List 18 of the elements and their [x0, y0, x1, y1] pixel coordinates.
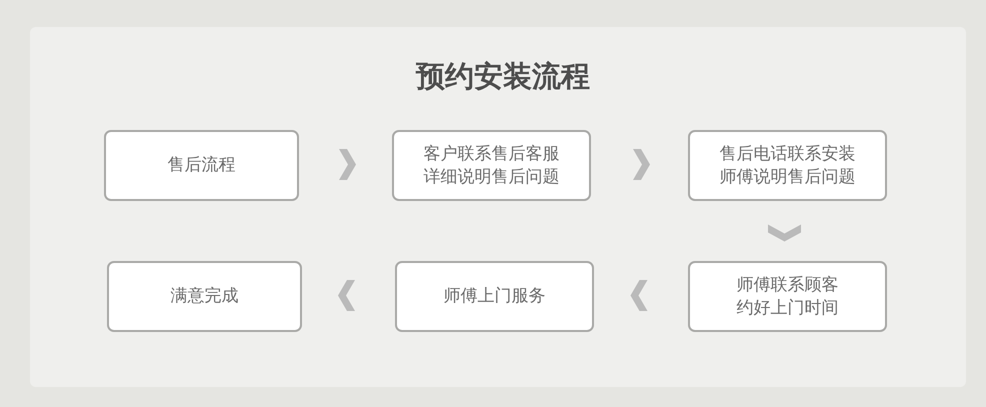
step-text: 师傅联系顾客约好上门时间	[735, 274, 840, 320]
process-box	[688, 130, 887, 201]
process-box	[395, 261, 594, 332]
chevron-arrow	[768, 224, 801, 242]
step-text: 客户联系售后客服详细说明售后问题	[422, 142, 560, 188]
step-text: 售后流程	[168, 154, 236, 177]
process-box	[104, 130, 299, 201]
chevron-arrow	[338, 280, 355, 311]
step-text: 师傅上门服务	[444, 285, 546, 308]
chevron-arrow	[339, 149, 356, 180]
step-text: 满意完成	[170, 285, 238, 308]
process-box	[688, 261, 887, 332]
diagram-title: 预约安装流程	[416, 58, 590, 95]
process-box	[392, 130, 591, 201]
process-box	[107, 261, 302, 332]
chevron-arrow	[630, 280, 648, 311]
chevron-arrow	[633, 149, 650, 180]
step-text: 售后电话联系安装师傅说明售后问题	[718, 142, 856, 188]
